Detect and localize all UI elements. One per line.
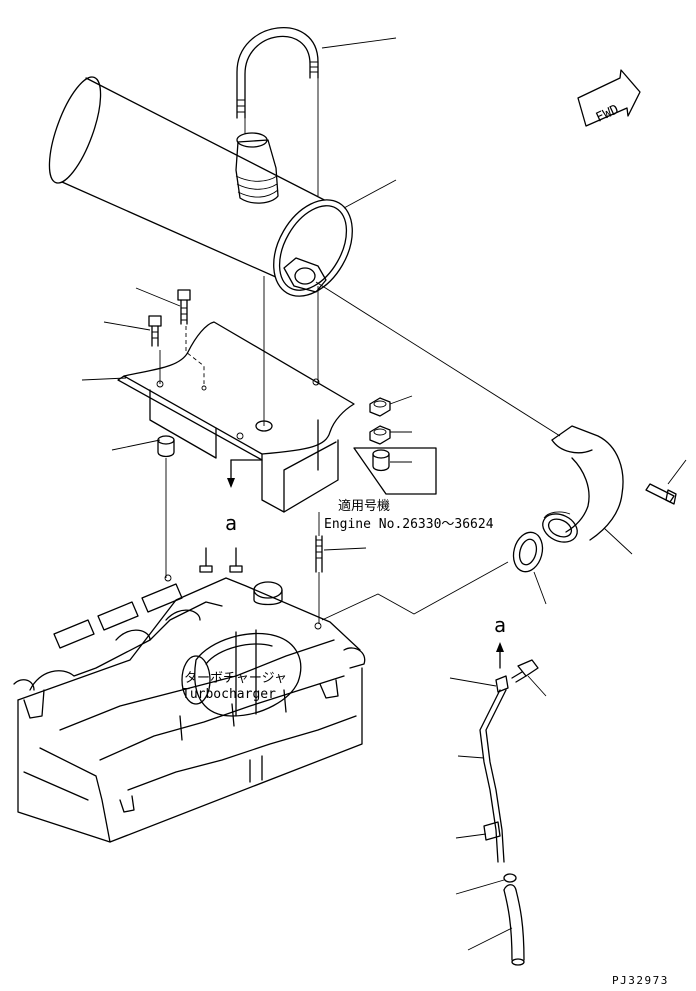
stud-bolt: [315, 512, 323, 624]
bolt-upper: [177, 289, 191, 325]
applicability-jp: 適用号機: [338, 498, 390, 514]
view-arrow-upper: a: [225, 459, 263, 535]
connector-fitting: [511, 659, 539, 683]
muffler-bracket: [117, 321, 355, 513]
view-label-upper: a: [225, 511, 237, 535]
engine-block: [13, 547, 366, 843]
fwd-label: FWD: [594, 102, 622, 126]
view-label-lower: a: [494, 613, 506, 637]
fwd-arrow-icon: FWD: [577, 69, 641, 127]
turbocharger-body: [181, 629, 302, 717]
u-bolt: [236, 27, 319, 196]
gasket-ring: [512, 531, 544, 573]
bolt-right: [645, 483, 677, 505]
leader-lines: [81, 37, 687, 951]
spacer-part: [372, 449, 390, 472]
drain-hose: [503, 873, 525, 966]
applicability-engine: Engine No.26330～36624: [324, 517, 494, 532]
bolt-lower: [148, 315, 162, 347]
turbocharger-en: Turbocharger: [182, 687, 276, 702]
nut-lower: [369, 425, 391, 445]
spacer-left: [157, 435, 175, 578]
exhaust-elbow: [542, 425, 624, 543]
drawing-number: PJ32973: [612, 974, 669, 987]
applicability-box: [353, 447, 437, 495]
turbocharger-jp: ターボチャージャ: [184, 671, 287, 686]
drain-pipe: [479, 675, 509, 863]
nut-upper: [369, 397, 391, 417]
muffler: [48, 76, 353, 297]
view-arrow-lower: a: [494, 613, 506, 669]
